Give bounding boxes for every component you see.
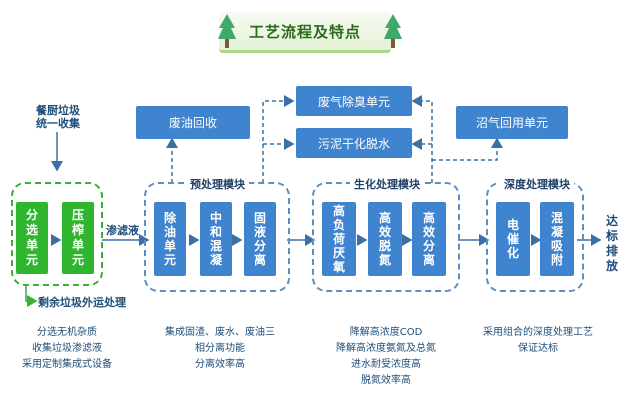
sludge-unit[interactable]: 污泥干化脱水 xyxy=(296,128,412,158)
denitrification-unit[interactable]: 高效脱氮 xyxy=(368,202,402,276)
page-title: 工艺流程及特点 xyxy=(248,22,361,41)
desc-col-1: 分选无机杂质 收集垃圾渗滤液 采用定制集成式设备 xyxy=(22,327,112,370)
pre-module-title: 预处理模块 xyxy=(186,176,249,192)
deep-module-title: 深度处理模块 xyxy=(500,176,574,192)
residue-label: 剩余垃圾外运处理 xyxy=(38,296,126,309)
pre-to-deodor-link xyxy=(262,95,295,183)
solid-liquid-unit[interactable]: 固液分离 xyxy=(244,202,276,276)
biogas-unit[interactable]: 沼气回用单元 xyxy=(456,106,568,139)
tree-right-icon xyxy=(384,14,402,48)
oil-recovery-unit[interactable]: 废油回收 xyxy=(136,106,250,139)
bio-module-title: 生化处理模块 xyxy=(350,176,424,192)
separation-unit[interactable]: 高效分离 xyxy=(412,202,446,276)
desc-col-3: 降解高浓度COD 降解高浓度氨氮及总氮 进水耐受浓度高 脱氮效率高 xyxy=(336,327,436,386)
adsorption-unit[interactable]: 混凝吸附 xyxy=(540,202,574,276)
deodor-unit[interactable]: 废气除臭单元 xyxy=(296,86,412,116)
tree-left-icon xyxy=(218,14,236,48)
electrocatalysis-unit[interactable]: 电催化 xyxy=(496,202,530,276)
pressing-unit[interactable]: 压榨单元 xyxy=(62,202,94,274)
anaerobic-unit[interactable]: 高负荷厌氧 xyxy=(322,202,356,276)
residue-arrow xyxy=(25,286,38,307)
sort-group xyxy=(11,182,103,286)
page-title-banner: 工艺流程及特点 xyxy=(219,12,391,53)
input-label: 餐厨垃圾 统一收集 xyxy=(36,104,80,130)
desc-col-4: 采用组合的深度处理工艺 保证达标 xyxy=(483,327,593,354)
bio-to-deodor-link xyxy=(411,95,433,183)
desc-col-2: 集成固渣、废水、废油三 相分离功能 分离效率高 xyxy=(165,327,275,370)
filtrate-label: 渗滤液 xyxy=(106,224,139,237)
output-label: 达标排放 xyxy=(606,214,619,273)
sorting-unit[interactable]: 分选单元 xyxy=(16,202,48,274)
neutralization-unit[interactable]: 中和混凝 xyxy=(200,202,232,276)
oil-removal-unit[interactable]: 除油单元 xyxy=(154,202,186,276)
bio-to-biogas-link xyxy=(432,137,503,161)
